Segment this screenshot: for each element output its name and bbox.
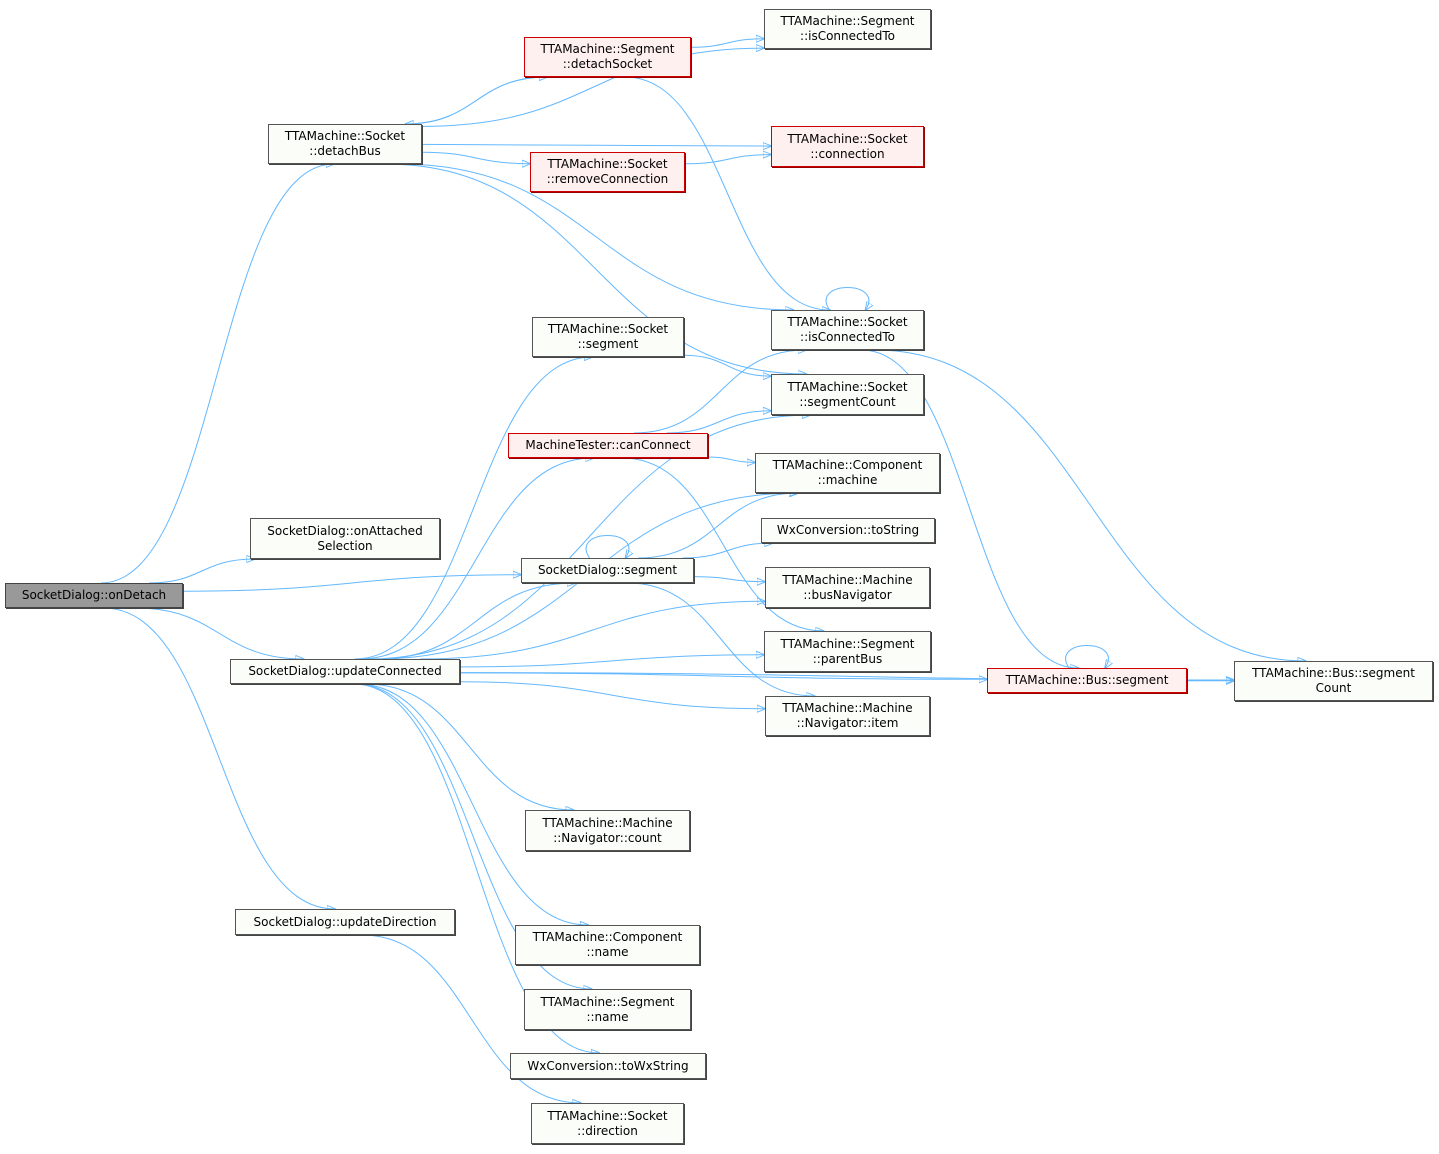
node-component-machine[interactable]: TTAMachine::Component ::machine — [755, 453, 940, 493]
edge-can-connect-to-comp-machine — [708, 457, 755, 462]
edge-update-connected-to-comp-name — [357, 684, 588, 925]
node-bus-segment[interactable]: TTAMachine::Bus::segment — [987, 668, 1187, 693]
edge-detach-bus-to-sock-remove-connection — [422, 152, 530, 164]
edge-dlg-segment-to-bus-navigator — [694, 577, 765, 582]
edge-update-connected-to-seg-parent-bus — [460, 655, 764, 667]
node-socket-connection[interactable]: TTAMachine::Socket ::connection — [771, 126, 924, 167]
edge-on-detach-to-update-direction — [104, 608, 335, 909]
edge-bus-segment-to-bus-segment — [1066, 646, 1109, 669]
node-bus-navigator[interactable]: TTAMachine::Machine ::busNavigator — [765, 567, 930, 608]
edge-on-detach-to-dlg-segment — [183, 575, 521, 592]
node-socket-remove-connection[interactable]: TTAMachine::Socket ::removeConnection — [530, 152, 685, 192]
edge-sock-segment-to-sock-segment-count — [684, 355, 771, 376]
node-wx-to-string[interactable]: WxConversion::toString — [761, 518, 935, 543]
node-detach-bus[interactable]: TTAMachine::Socket ::detachBus — [268, 124, 422, 164]
node-bus-segment-count[interactable]: TTAMachine::Bus::segment Count — [1234, 661, 1433, 701]
node-wx-to-wx-string[interactable]: WxConversion::toWxString — [510, 1053, 706, 1079]
edge-update-connected-to-dlg-segment — [378, 583, 576, 659]
edge-seg-detach-socket-to-detach-bus — [405, 77, 547, 124]
node-dialog-segment[interactable]: SocketDialog::segment — [521, 558, 694, 583]
node-can-connect[interactable]: MachineTester::canConnect — [508, 433, 708, 458]
node-socket-is-connected-to[interactable]: TTAMachine::Socket ::isConnectedTo — [771, 310, 924, 350]
node-update-connected[interactable]: SocketDialog::updateConnected — [230, 659, 460, 684]
edge-update-connected-to-sock-segment — [355, 357, 593, 659]
edge-detach-bus-to-sock-connection — [422, 144, 771, 146]
node-segment-name[interactable]: TTAMachine::Segment ::name — [524, 989, 691, 1030]
node-segment-is-connected-to[interactable]: TTAMachine::Segment ::isConnectedTo — [764, 9, 931, 49]
node-on-detach: SocketDialog::onDetach — [5, 583, 183, 608]
edge-dlg-segment-to-dlg-segment — [586, 536, 629, 559]
node-segment-parent-bus[interactable]: TTAMachine::Segment ::parentBus — [764, 631, 931, 672]
node-update-direction[interactable]: SocketDialog::updateDirection — [235, 909, 455, 935]
node-socket-segment-count[interactable]: TTAMachine::Socket ::segmentCount — [771, 374, 924, 415]
edge-sock-is-connected-to-to-sock-is-connected-to — [826, 288, 869, 311]
node-socket-segment[interactable]: TTAMachine::Socket ::segment — [532, 317, 684, 357]
node-navigator-count[interactable]: TTAMachine::Machine ::Navigator::count — [525, 810, 690, 851]
edge-sock-remove-connection-to-sock-connection — [685, 155, 771, 164]
edge-dlg-segment-to-wx-to-string — [683, 543, 773, 558]
edge-on-detach-to-update-connected — [135, 608, 303, 659]
edge-on-detach-to-on-attached-selection — [149, 559, 255, 583]
node-segment-detach-socket[interactable]: TTAMachine::Segment ::detachSocket — [524, 37, 691, 77]
node-on-attached-selection[interactable]: SocketDialog::onAttached Selection — [250, 518, 440, 559]
node-component-name[interactable]: TTAMachine::Component ::name — [515, 925, 700, 965]
edge-seg-detach-socket-to-seg-is-connected-to — [691, 39, 764, 48]
edge-update-connected-to-nav-item — [460, 682, 765, 709]
node-socket-direction[interactable]: TTAMachine::Socket ::direction — [531, 1103, 684, 1144]
edge-seg-detach-socket-to-sock-is-connected-to — [625, 77, 830, 310]
node-navigator-item[interactable]: TTAMachine::Machine ::Navigator::item — [765, 696, 930, 736]
edge-sock-is-connected-to-to-bus-segment-count — [875, 350, 1306, 661]
